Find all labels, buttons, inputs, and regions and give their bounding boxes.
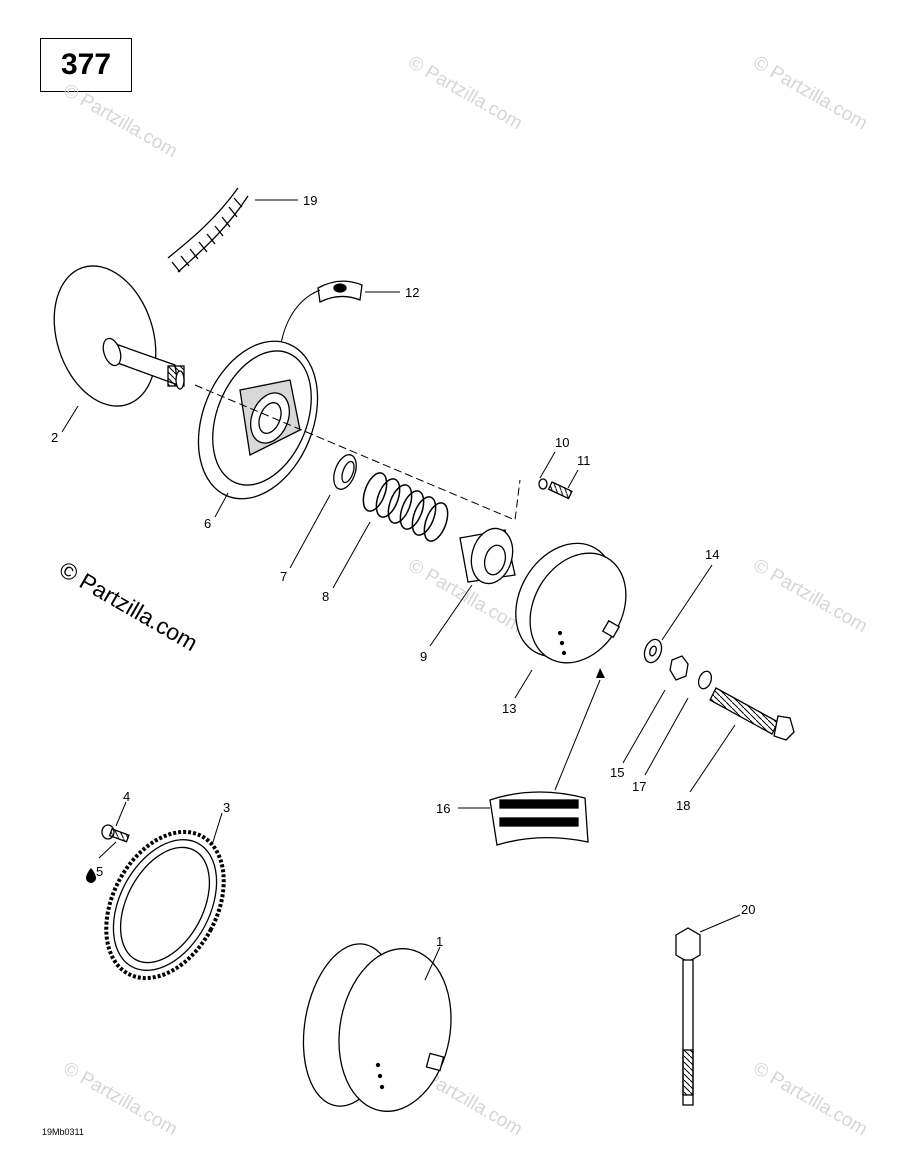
callout-6: 6	[204, 516, 211, 531]
page-number: 377	[60, 48, 112, 81]
spring-cover	[515, 542, 627, 664]
callout-1: 1	[436, 934, 443, 949]
drive-belt	[167, 187, 249, 273]
movable-sheave	[197, 340, 319, 500]
callout-20: 20	[741, 902, 755, 917]
washer-17	[697, 670, 713, 690]
callout-numbers: 1 2 3 4 5 6 7 8 9 10 11 12 13 14 15 16 1…	[51, 193, 755, 949]
ring-gear	[104, 829, 226, 981]
callout-15: 15	[610, 765, 624, 780]
callout-18: 18	[676, 798, 690, 813]
callout-12: 12	[405, 285, 419, 300]
page-number-box: 377	[40, 38, 132, 92]
callout-4: 4	[123, 789, 130, 804]
threadlocker-drop-icon	[86, 868, 96, 883]
washer-screw	[538, 478, 573, 500]
callout-19: 19	[303, 193, 317, 208]
callout-5: 5	[96, 864, 103, 879]
callout-9: 9	[420, 649, 427, 664]
callout-2: 2	[51, 430, 58, 445]
callout-16: 16	[436, 801, 450, 816]
callout-13: 13	[502, 701, 516, 716]
callout-3: 3	[223, 800, 230, 815]
callout-8: 8	[322, 589, 329, 604]
cam	[459, 527, 516, 585]
ring	[333, 454, 357, 490]
nut-15	[669, 655, 689, 681]
slider-shoe	[317, 280, 363, 303]
callout-10: 10	[555, 435, 569, 450]
bolt-18	[709, 687, 795, 741]
leader-lines	[61, 199, 741, 981]
screw-4	[101, 824, 130, 843]
fixed-sheave	[53, 265, 185, 407]
spring	[362, 472, 449, 542]
callout-11: 11	[577, 453, 591, 468]
washer-14	[643, 638, 663, 664]
warning-decal	[489, 791, 589, 846]
callout-14: 14	[705, 547, 719, 562]
long-bolt	[675, 927, 701, 1106]
callout-7: 7	[280, 569, 287, 584]
drive-pulley-assembly	[302, 943, 452, 1112]
callout-17: 17	[632, 779, 646, 794]
diagram-code: 19Mb0311	[42, 1127, 84, 1137]
